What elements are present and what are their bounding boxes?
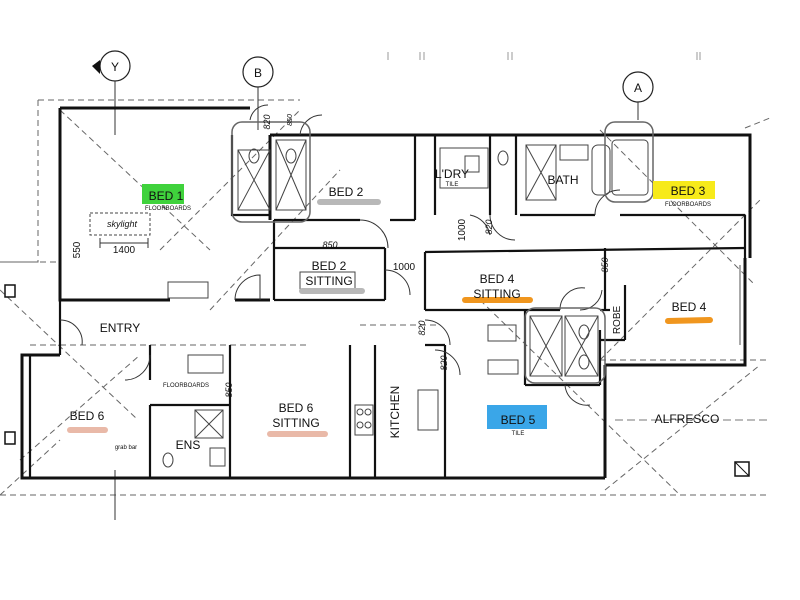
highlight-bed3 bbox=[653, 181, 715, 199]
sink bbox=[417, 389, 439, 431]
toilet-ens bbox=[162, 452, 174, 468]
bath-shower bbox=[525, 144, 557, 201]
bath-tub bbox=[591, 144, 611, 196]
label-alfresco: ALFRESCO bbox=[655, 412, 720, 426]
dimension-labels: 1400 550 850 1000 1000 820 820 820 820 8… bbox=[72, 114, 610, 397]
label-bed6-sitting-1: BED 6 bbox=[279, 401, 314, 415]
dim-820-bed5: 820 bbox=[439, 355, 449, 370]
label-bed4-sitting-2: SITTING bbox=[473, 287, 520, 301]
grid-marker-b: B bbox=[242, 56, 274, 130]
label-bed4: BED 4 bbox=[672, 300, 707, 314]
dim-820-bed4: 820 bbox=[417, 320, 427, 335]
label-bed6-sitting-2: SITTING bbox=[272, 416, 319, 430]
label-bed2-sitting-2: SITTING bbox=[305, 274, 352, 288]
dim-850-bed2: 850 bbox=[322, 240, 337, 250]
interior-walls bbox=[28, 135, 747, 478]
label-bed1-floor: FLOORBOARDS bbox=[145, 206, 191, 212]
roof-dashed-lines bbox=[0, 99, 771, 496]
label-bed2: BED 2 bbox=[329, 185, 364, 199]
bath-basin bbox=[559, 144, 589, 161]
dim-850-bed6: 850 bbox=[224, 382, 234, 397]
label-bed1: BED 1 bbox=[149, 189, 184, 203]
toilet-1 bbox=[248, 148, 260, 164]
label-bed6: BED 6 bbox=[70, 409, 105, 423]
label-bed4-sitting-1: BED 4 bbox=[480, 272, 515, 286]
label-bed3: BED 3 bbox=[671, 184, 706, 198]
grid-label-a: A bbox=[634, 81, 642, 95]
label-bed5: BED 5 bbox=[501, 413, 536, 427]
fixtures bbox=[89, 121, 654, 468]
label-floorboards: FLOORBOARDS bbox=[163, 383, 209, 389]
grid-marker-a: A bbox=[622, 71, 654, 120]
label-grab-bar: grab bar bbox=[115, 445, 137, 451]
shower-4 bbox=[564, 315, 599, 377]
toilet-4 bbox=[578, 324, 590, 340]
dim-1400: 1400 bbox=[113, 245, 136, 256]
label-bath: BATH bbox=[547, 173, 578, 187]
highlights bbox=[67, 181, 715, 437]
dim-820-ensuite: 820 bbox=[262, 114, 272, 129]
label-ens: ENS bbox=[176, 438, 201, 452]
shower-3 bbox=[529, 315, 563, 377]
grid-label-b: B bbox=[254, 66, 262, 80]
cooktop bbox=[354, 404, 374, 436]
label-kitchen: KITCHEN bbox=[388, 386, 402, 439]
highlight-bed5 bbox=[487, 405, 547, 429]
skylight-box bbox=[89, 212, 151, 236]
dim-1000-vert: 1000 bbox=[457, 218, 468, 241]
shower-2 bbox=[275, 139, 307, 211]
bath-tub-b bbox=[611, 139, 649, 196]
label-robe: ROBE bbox=[612, 306, 623, 335]
ens-shower bbox=[194, 409, 224, 439]
toilet-5 bbox=[578, 354, 590, 370]
room-labels: BED 1 FLOORBOARDS skylight BED 2 BED 2 S… bbox=[70, 167, 720, 452]
grid-label-y: Y bbox=[111, 60, 119, 74]
top-tick-marks bbox=[387, 52, 701, 60]
label-ldry-floor: TILE bbox=[446, 182, 459, 188]
highlight-bed1 bbox=[142, 184, 184, 204]
highlight-bed4 bbox=[665, 317, 713, 324]
toilet-2 bbox=[285, 148, 297, 164]
shower-1 bbox=[237, 149, 271, 211]
dim-550: 550 bbox=[72, 241, 83, 258]
laundry-tub bbox=[439, 147, 489, 189]
dim-820-ldry: 820 bbox=[484, 219, 494, 234]
label-ldry: L'DRY bbox=[435, 167, 469, 181]
door-swings bbox=[59, 104, 621, 406]
label-bed5-floor: TILE bbox=[512, 431, 525, 437]
label-skylight: skylight bbox=[107, 219, 138, 229]
label-bed3-floor: FLOORBOARDS bbox=[665, 202, 711, 208]
dim-1000-mid: 1000 bbox=[393, 262, 416, 273]
label-bed2-sitting-1: BED 2 bbox=[312, 259, 347, 273]
dim-850-top: 850 bbox=[287, 114, 294, 126]
label-entry: ENTRY bbox=[100, 321, 140, 335]
toilet-3 bbox=[497, 150, 509, 166]
dim-850-bed4: 850 bbox=[600, 257, 610, 272]
